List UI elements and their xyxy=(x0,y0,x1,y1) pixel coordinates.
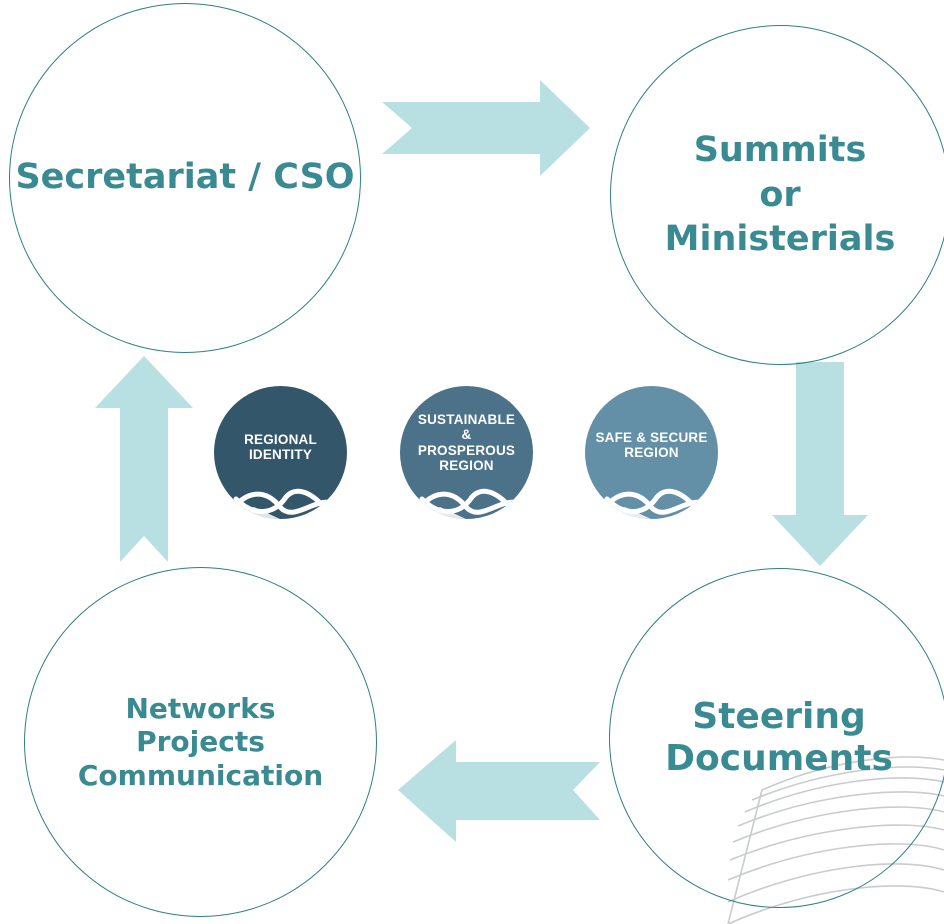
arrow-down xyxy=(772,362,868,566)
arrow-left xyxy=(398,740,600,842)
node-summits-label: Summits or Ministerials xyxy=(664,129,896,260)
pillar-sustainable-prosperous: SUSTAINABLE & PROSPEROUS REGION xyxy=(400,386,533,519)
pillar-regional-identity-label: REGIONAL IDENTITY xyxy=(244,432,317,463)
node-networks-label: Networks Projects Communication xyxy=(77,692,324,792)
arrow-up xyxy=(95,356,193,562)
node-networks: Networks Projects Communication xyxy=(24,567,377,917)
node-steering-label: Steering Documents xyxy=(665,695,893,779)
node-secretariat-label: Secretariat / CSO xyxy=(15,157,355,198)
node-steering: Steering Documents xyxy=(609,568,944,908)
pillar-sustainable-prosperous-label: SUSTAINABLE & PROSPEROUS REGION xyxy=(417,412,516,473)
node-summits: Summits or Ministerials xyxy=(610,25,944,365)
pillar-safe-secure-label: SAFE & SECURE REGION xyxy=(595,430,708,461)
knot-logo-icon xyxy=(410,488,523,519)
pillar-regional-identity: REGIONAL IDENTITY xyxy=(214,386,347,519)
pillar-safe-secure: SAFE & SECURE REGION xyxy=(585,386,718,519)
knot-logo-icon xyxy=(595,488,708,519)
knot-logo-icon xyxy=(224,488,337,519)
node-secretariat: Secretariat / CSO xyxy=(9,3,361,353)
arrow-right xyxy=(382,80,590,176)
